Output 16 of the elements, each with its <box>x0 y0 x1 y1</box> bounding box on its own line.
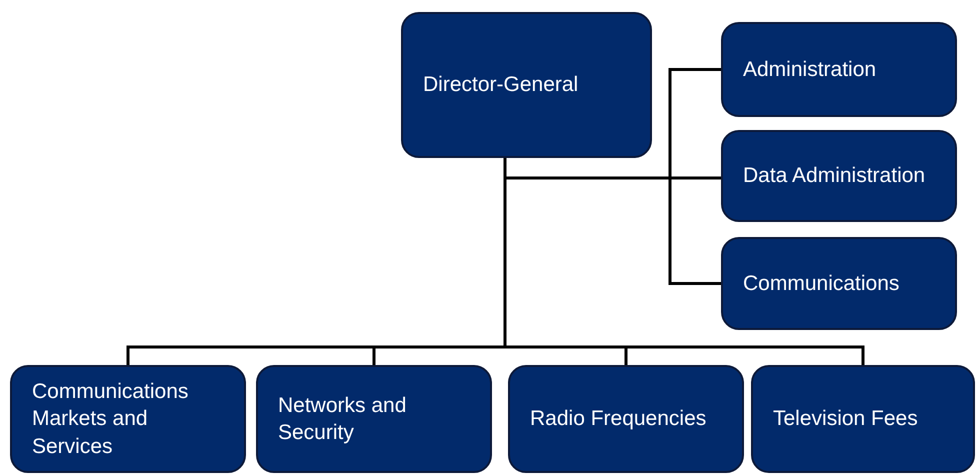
org-unit-box <box>256 365 492 473</box>
unit-name: Data Administration <box>743 163 926 190</box>
org-unit-box <box>751 365 975 473</box>
org-unit-box <box>401 12 652 158</box>
unit-name: Television Fees <box>773 406 918 432</box>
org-unit-box <box>508 365 744 473</box>
org-unit-box <box>721 130 957 222</box>
unit-name: Director-General <box>423 72 578 98</box>
org-unit-box <box>721 237 957 330</box>
unit-name: Radio Frequencies <box>530 406 706 432</box>
unit-name: Communications Markets and Services <box>32 379 190 460</box>
unit-name: Networks and Security <box>278 392 408 446</box>
unit-name: Communications <box>743 270 900 297</box>
unit-name: Administration <box>743 56 876 83</box>
org-unit-box <box>721 22 957 117</box>
org-unit-box <box>10 365 246 473</box>
